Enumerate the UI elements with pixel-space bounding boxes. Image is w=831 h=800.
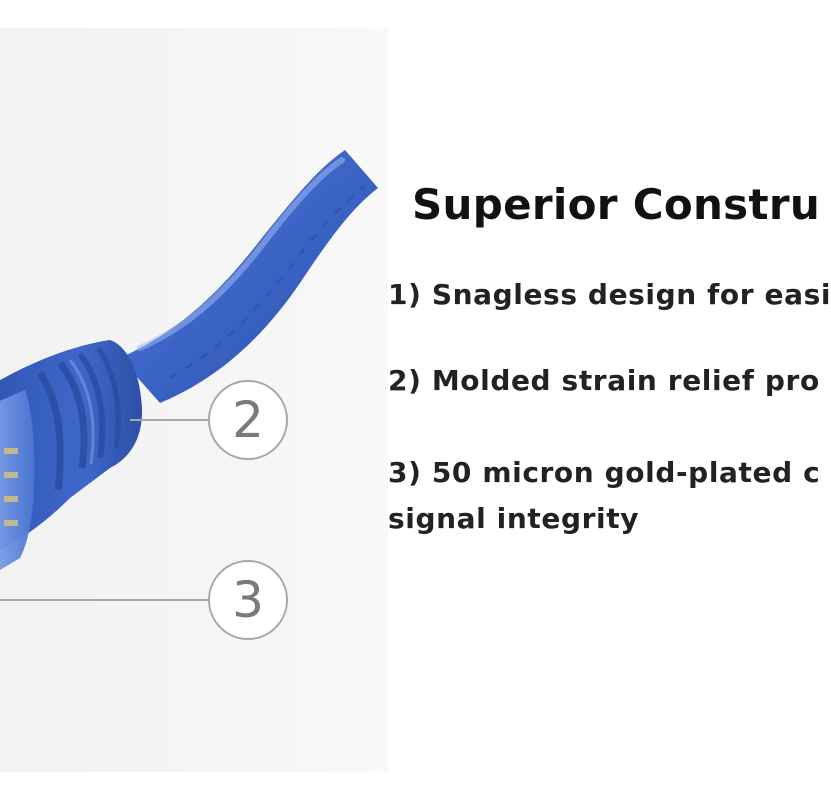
feature-item-3: 3) 50 micron gold-plated c signal integr… [388, 450, 820, 542]
plug-contact [4, 496, 18, 502]
cable-photo [0, 28, 388, 772]
plug-contact [4, 520, 18, 526]
callout-3-badge: 3 [208, 560, 288, 640]
feature-item-3-line-2: signal integrity [388, 502, 640, 535]
plug-contact [4, 448, 18, 454]
boot-rib [95, 346, 121, 449]
boot-rib [57, 360, 88, 469]
ethernet-cable-illustration [0, 150, 378, 570]
callout-3-label: 3 [232, 571, 264, 629]
feature-item-1: 1) Snagless design for easi [388, 278, 831, 311]
product-feature-image: 2 3 Superior Constru 1) Snagless design … [0, 28, 830, 772]
plug-contact [4, 472, 18, 478]
cable-texture [169, 184, 366, 380]
boot-rib-highlight [68, 359, 95, 465]
strain-relief-boot [0, 340, 143, 551]
rj45-plug [0, 390, 35, 570]
callout-2-label: 2 [232, 391, 264, 449]
feature-item-2: 2) Molded strain relief pro [388, 364, 820, 397]
cable-highlight [137, 157, 345, 351]
section-title: Superior Constru [412, 180, 821, 229]
feature-item-3-line-1: 3) 50 micron gold-plated c [388, 456, 821, 489]
boot-rib [37, 371, 64, 491]
cable-jacket [120, 150, 378, 403]
callout-2-leader-line [130, 419, 210, 421]
boot-rib [77, 352, 106, 459]
callout-2-badge: 2 [208, 380, 288, 460]
callout-3-leader-line [0, 599, 210, 601]
